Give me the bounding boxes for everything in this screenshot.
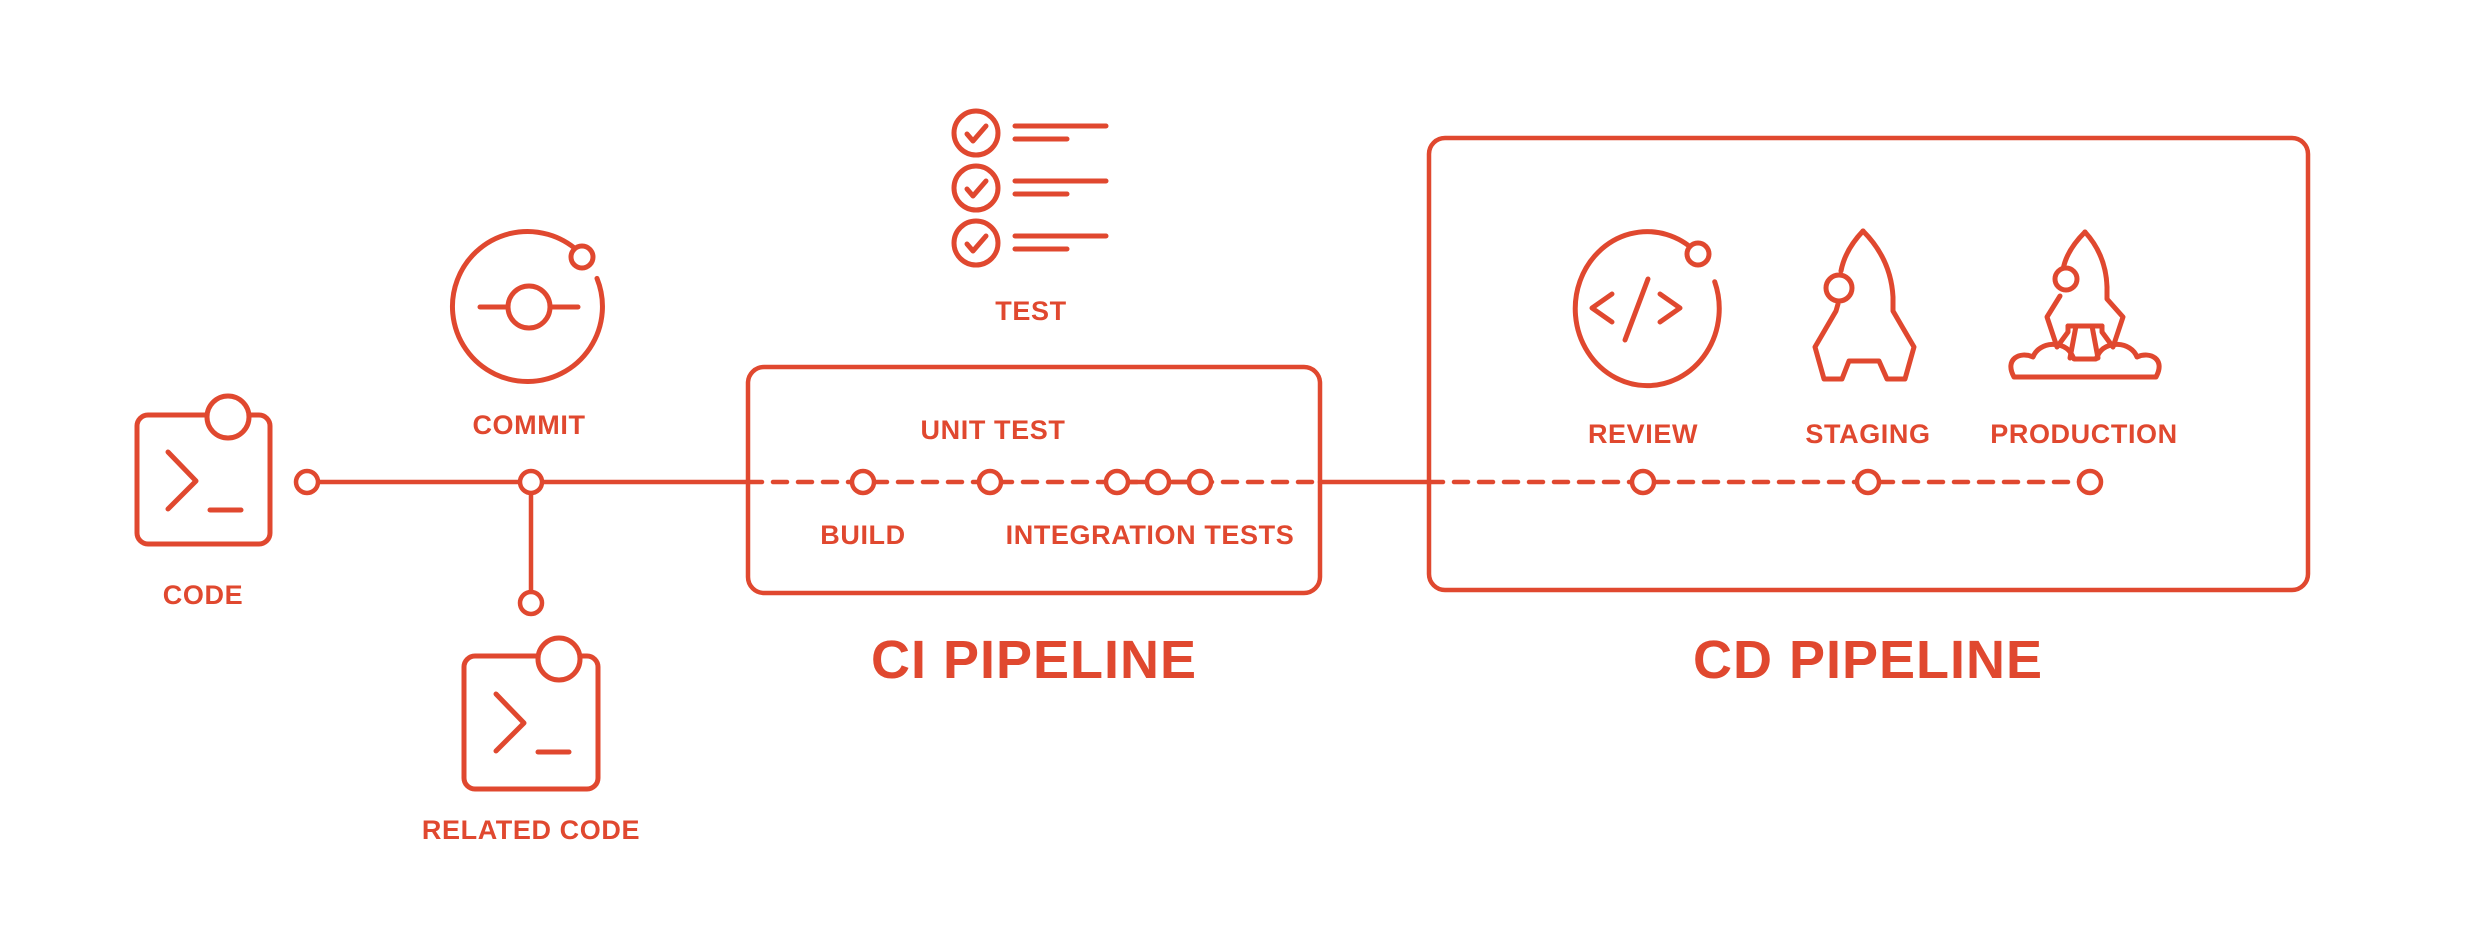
test-label: TEST [995, 296, 1067, 326]
pipeline-node-commit [517, 468, 545, 496]
production-rocket-icon [2008, 229, 2162, 380]
cd-pipeline-box [1426, 135, 2311, 593]
ci-pipeline-title: CI PIPELINE [870, 630, 1198, 690]
build-label: BUILD [820, 520, 906, 550]
pipeline-node-review [1629, 468, 1657, 496]
pipeline-node-branch [517, 589, 545, 617]
commit-icon [449, 229, 605, 384]
pipeline-node-unit-test [976, 468, 1004, 496]
unit-test-label: UNIT TEST [920, 415, 1066, 445]
related-code-terminal-icon [461, 635, 601, 792]
pipeline-node-integration-1 [1103, 468, 1131, 496]
commit-label: COMMIT [472, 410, 586, 440]
staging-label: STAGING [1805, 419, 1931, 449]
code-label: CODE [162, 580, 244, 610]
pipeline-node-build [849, 468, 877, 496]
cd-pipeline-title: CD PIPELINE [1692, 630, 2044, 690]
related-code-label: RELATED CODE [421, 815, 641, 845]
ci-pipeline-box [745, 364, 1323, 596]
review-icon [1572, 229, 1722, 389]
staging-rocket-icon [1812, 228, 1917, 382]
pipeline-node-staging [1854, 468, 1882, 496]
test-checklist-icon [951, 108, 1109, 268]
pipeline-node-integration-3 [1186, 468, 1214, 496]
pipeline-node-production [2076, 468, 2104, 496]
review-label: REVIEW [1587, 419, 1699, 449]
pipeline-node-start [293, 468, 321, 496]
integration-tests-label: INTEGRATION TESTS [1005, 520, 1295, 550]
code-terminal-icon [134, 393, 273, 547]
pipeline-node-integration-2 [1144, 468, 1172, 496]
production-label: PRODUCTION [1990, 419, 2178, 449]
